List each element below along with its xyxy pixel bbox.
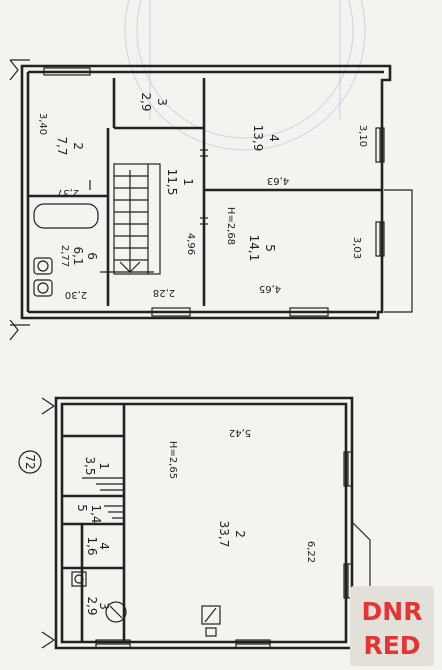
- upper-room-6-area: 6,1: [71, 246, 85, 265]
- upper-dim-3-10: 3,10: [357, 125, 368, 147]
- upper-dim-2-30: 2,30: [65, 289, 87, 300]
- lower-room-5-number: 5: [75, 504, 89, 512]
- upper-dim-3-03: 3,03: [351, 237, 362, 259]
- upper-room-2-number: 2: [71, 142, 85, 150]
- lower-room-4-number: 4: [97, 542, 111, 550]
- upper-room-3-number: 3: [155, 98, 169, 106]
- watermark-line2: RED: [363, 631, 420, 660]
- upper-room-5-area: 14,1: [247, 235, 261, 262]
- upper-room-4-area: 13,9: [251, 125, 265, 152]
- lower-room-1-area: 3,5: [83, 456, 97, 475]
- upper-dim-2-28: 2,28: [153, 287, 175, 298]
- upper-dim-2-77: 2,77: [59, 245, 70, 267]
- watermark-logo: DNR RED: [350, 586, 434, 666]
- lower-room-3-number: 3: [97, 602, 111, 610]
- lower-room-2-number: 2: [233, 530, 247, 538]
- lower-room-1-number: 1: [97, 462, 111, 470]
- upper-room-2-area: 7,7: [55, 136, 69, 155]
- upper-floor-plan: 2 7,7 3 2,9 1 11,5 4 13,9 5 14,1 6 6,1 3…: [9, 59, 413, 341]
- lower-room-2-area: 33,7: [217, 521, 231, 548]
- upper-room-1-number: 1: [181, 178, 195, 186]
- lower-room-5-area: 1,4: [89, 504, 103, 523]
- upper-room-5-number: 5: [263, 244, 277, 252]
- upper-dim-4-96: 4,96: [185, 233, 196, 255]
- upper-room-6-number: 6: [85, 252, 99, 260]
- lower-room-3-area: 2,9: [85, 596, 99, 615]
- building-number: 72: [23, 454, 37, 469]
- lower-room-4-area: 1,6: [85, 536, 99, 555]
- upper-dim-3-40: 3,40: [37, 113, 48, 135]
- upper-room-1-area: 11,5: [165, 169, 179, 196]
- watermark-line1: DNR: [362, 597, 423, 626]
- upper-room-4-number: 4: [267, 134, 281, 142]
- lower-height: H=2,65: [167, 441, 178, 479]
- upper-dim-2-37: 2,37: [57, 187, 79, 198]
- upper-dim-4-63: 4,63: [267, 175, 289, 186]
- upper-dim-4-65: 4,65: [259, 283, 281, 294]
- upper-room-3-area: 2,9: [139, 92, 153, 111]
- lower-dim-5-42: 5,42: [229, 427, 251, 438]
- lower-dim-6-22: 6,22: [305, 541, 316, 563]
- lower-floor-plan: 72: [18, 396, 371, 650]
- upper-height: H=2,68: [225, 207, 236, 245]
